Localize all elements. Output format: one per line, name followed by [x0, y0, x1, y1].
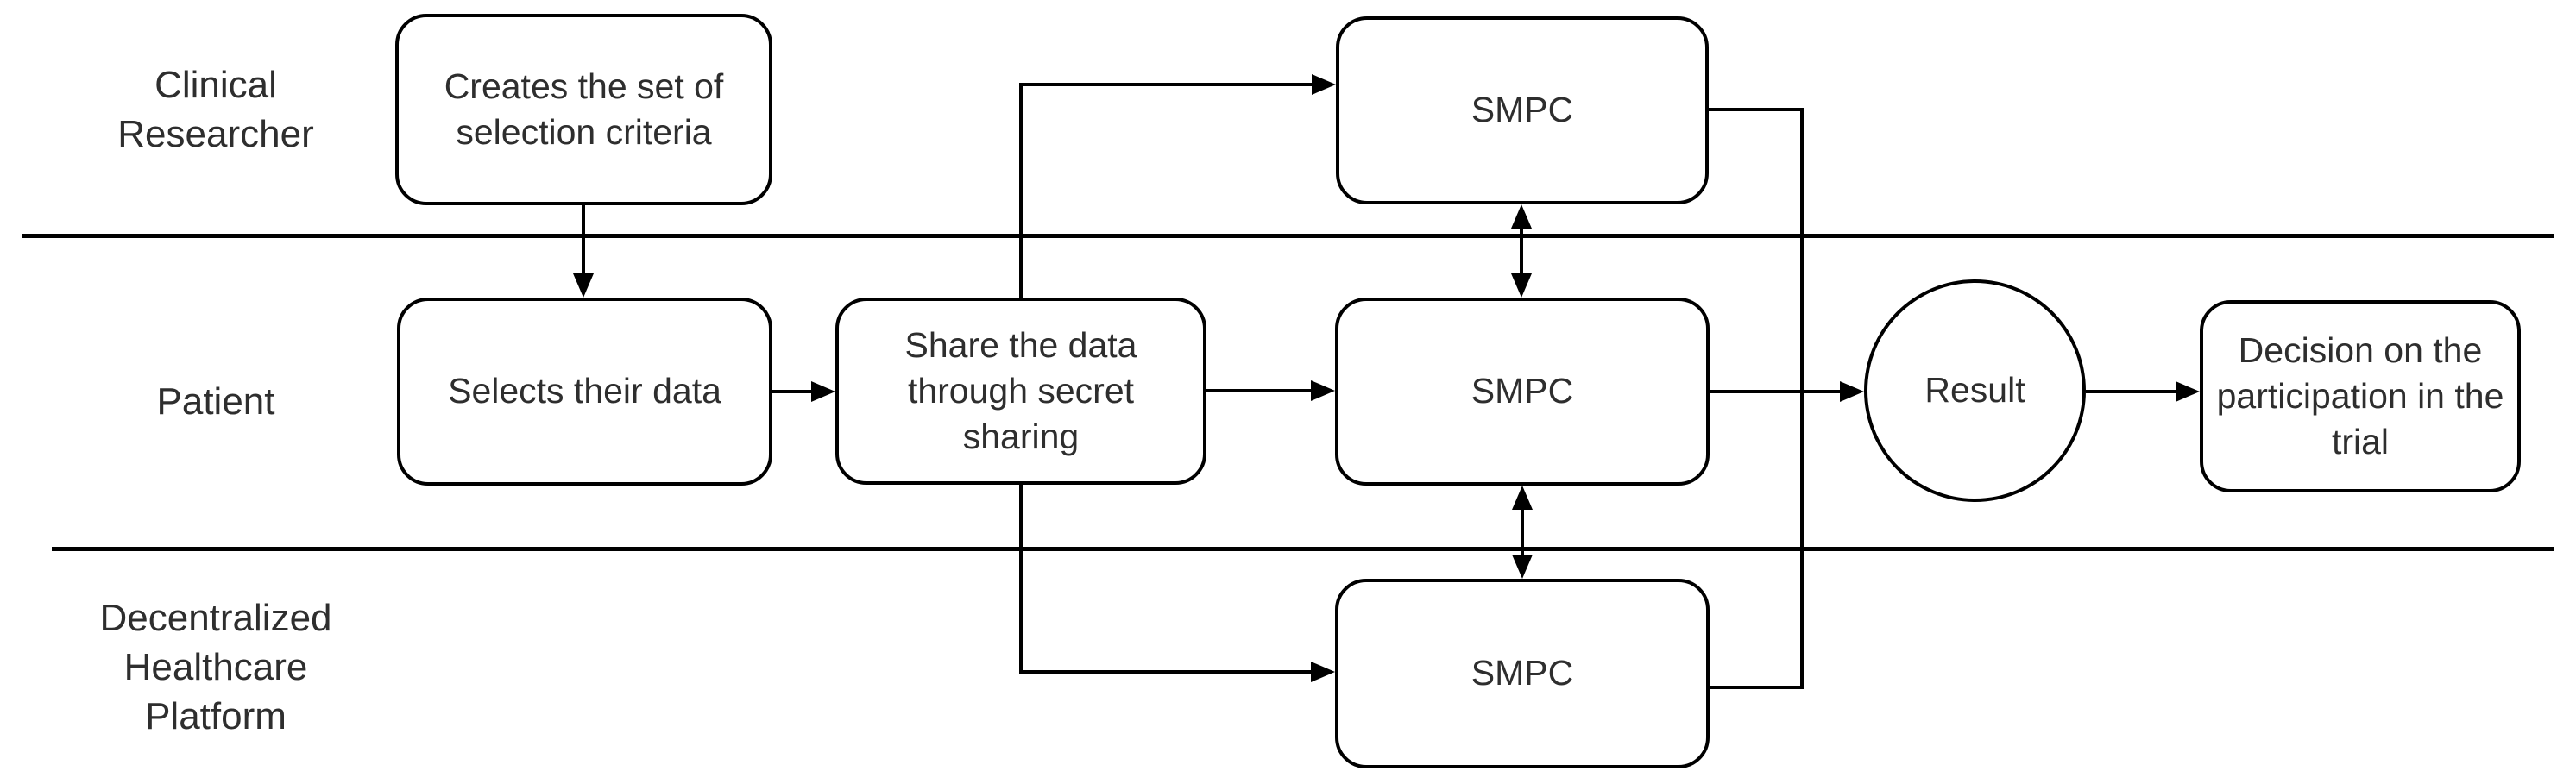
edge-smpc-patient-platform-line — [1521, 508, 1524, 556]
edge-smpc-patient-platform-arrowhead-down — [1512, 555, 1533, 579]
node-smpc-patient-label: SMPC — [1471, 371, 1574, 411]
node-smpc-platform: SMPC — [1335, 579, 1710, 768]
edge-share-to-smpc-researcher-vline — [1019, 83, 1023, 298]
edge-share-to-smpc-researcher-arrowhead — [1312, 74, 1336, 95]
edge-creates-to-selects-arrowhead — [573, 273, 594, 298]
node-decision: Decision on the participation in the tri… — [2200, 300, 2521, 492]
edge-smpc-researcher-to-result-hline — [1709, 108, 1804, 111]
edge-share-to-smpc-patient-arrowhead — [1311, 380, 1335, 401]
lane-divider-researcher-patient — [22, 234, 2554, 238]
edge-smpc-platform-to-result-hline — [1710, 686, 1804, 689]
lane-label-clinical-researcher: Clinical Researcher — [117, 64, 314, 156]
node-smpc-patient: SMPC — [1335, 298, 1710, 486]
node-smpc-researcher-label: SMPC — [1471, 90, 1574, 130]
node-smpc-researcher: SMPC — [1336, 16, 1709, 204]
node-decision-label: Decision on the participation in the tri… — [2216, 329, 2504, 462]
edge-smpc-patient-platform-arrowhead-up — [1512, 486, 1533, 510]
lane-divider-patient-platform — [52, 547, 2554, 551]
edge-result-to-decision-arrowhead — [2176, 381, 2200, 402]
node-share-data-label: Share the data through secret sharing — [904, 324, 1137, 457]
edge-share-to-smpc-platform-vline — [1019, 485, 1023, 674]
node-result-label: Result — [1924, 370, 2025, 411]
edge-creates-to-selects-line — [582, 205, 585, 273]
node-creates-criteria: Creates the set of selection criteria — [395, 14, 772, 205]
edge-smpc-researcher-patient-line — [1520, 227, 1523, 275]
edge-share-to-smpc-platform-hline — [1019, 670, 1311, 674]
node-selects-data: Selects their data — [397, 298, 772, 486]
edge-smpc-researcher-patient-arrowhead-up — [1511, 204, 1532, 229]
node-result: Result — [1864, 279, 2086, 502]
node-selects-data-label: Selects their data — [448, 371, 721, 411]
node-creates-criteria-label: Creates the set of selection criteria — [444, 66, 724, 152]
node-share-data: Share the data through secret sharing — [835, 298, 1206, 485]
edge-smpc-to-result-arrowhead — [1840, 381, 1864, 402]
edge-share-to-smpc-platform-arrowhead — [1311, 662, 1335, 682]
node-smpc-platform-label: SMPC — [1471, 653, 1574, 693]
edge-result-to-decision-line — [2086, 390, 2176, 393]
edge-smpc-patient-to-result-line — [1710, 390, 1840, 393]
edge-selects-to-share-arrowhead — [811, 381, 835, 402]
edge-smpc-researcher-patient-arrowhead-down — [1511, 273, 1532, 298]
lane-label-patient: Patient — [156, 380, 275, 423]
edge-selects-to-share-line — [772, 390, 811, 393]
lane-label-decentralized-healthcare-platform: Decentralized Healthcare Platform — [99, 597, 332, 738]
edge-share-to-smpc-researcher-hline — [1019, 83, 1312, 86]
edge-share-to-smpc-patient-line — [1206, 389, 1311, 392]
edge-smpc-collector-vline — [1800, 108, 1804, 689]
